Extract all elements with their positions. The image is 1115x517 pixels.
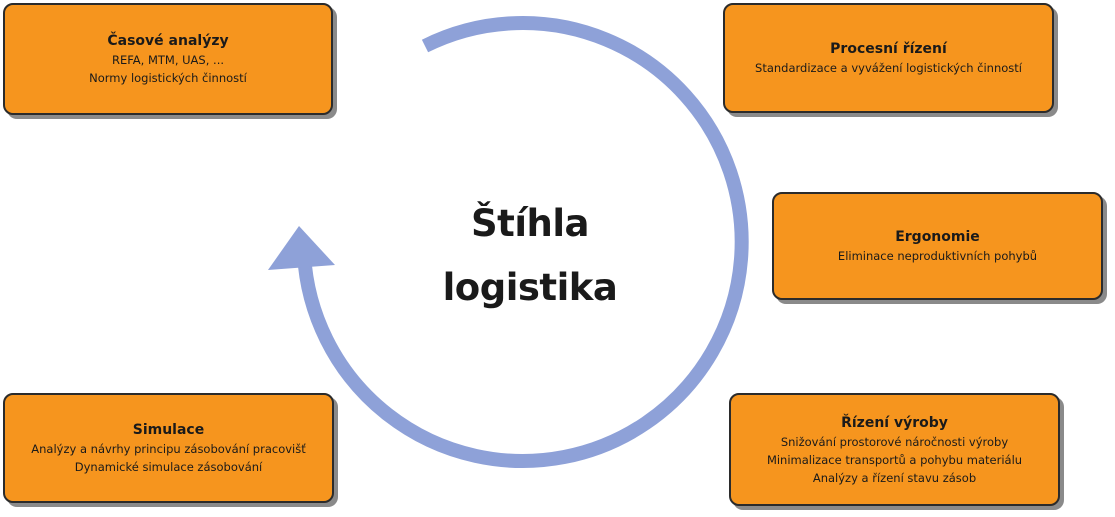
box-simulace: Simulace Analýzy a návrhy principu zásob… [3, 393, 334, 503]
box-line: Analýzy a řízení stavu zásob [812, 470, 977, 485]
box-line: Minimalizace transportů a pohybu materiá… [766, 452, 1023, 467]
box-line: Standardizace a vyvážení logistických či… [755, 61, 1022, 75]
box-title: Procesní řízení [830, 41, 947, 57]
box-line: REFA, MTM, UAS, ... [111, 53, 225, 67]
box-title: Ergonomie [895, 229, 980, 245]
box-line: Eliminace neproduktivních pohybů [837, 249, 1038, 263]
center-title-line1: Štíhla [470, 202, 590, 245]
center-title-line2: logistika [442, 266, 618, 309]
cycle-arrowhead [268, 226, 335, 270]
box-title: Časové analýzy [107, 33, 229, 49]
center-title: Štíhla logistika [410, 192, 650, 320]
box-line: Normy logistických činností [89, 71, 247, 85]
box-rizeni-vyroby: Řízení výroby Snižování prostorové nároč… [729, 393, 1060, 506]
box-casove-analyzy: Časové analýzy REFA, MTM, UAS, ... Normy… [3, 3, 333, 115]
box-line: Dynamické simulace zásobování [74, 460, 263, 474]
box-line: Snižování prostorové náročnosti výroby [780, 434, 1009, 449]
box-ergonomie: Ergonomie Eliminace neproduktivních pohy… [772, 192, 1103, 300]
box-title: Simulace [132, 422, 205, 438]
box-title: Řízení výroby [841, 414, 948, 431]
cycle-arc [297, 16, 749, 469]
box-line: Analýzy a návrhy principu zásobování pra… [31, 442, 306, 456]
box-procesni-rizeni: Procesní řízení Standardizace a vyvážení… [723, 3, 1054, 113]
